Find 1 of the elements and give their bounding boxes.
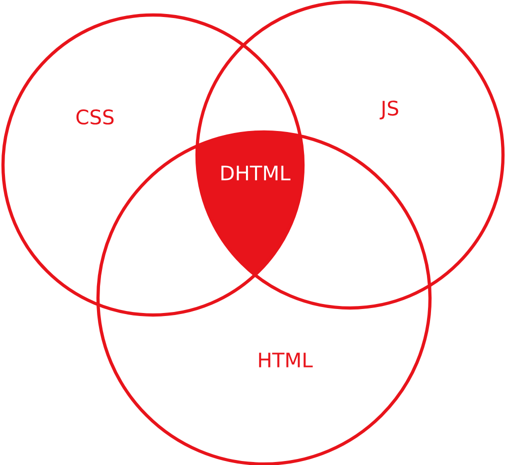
intersection-region: DHTML (197, 132, 303, 282)
